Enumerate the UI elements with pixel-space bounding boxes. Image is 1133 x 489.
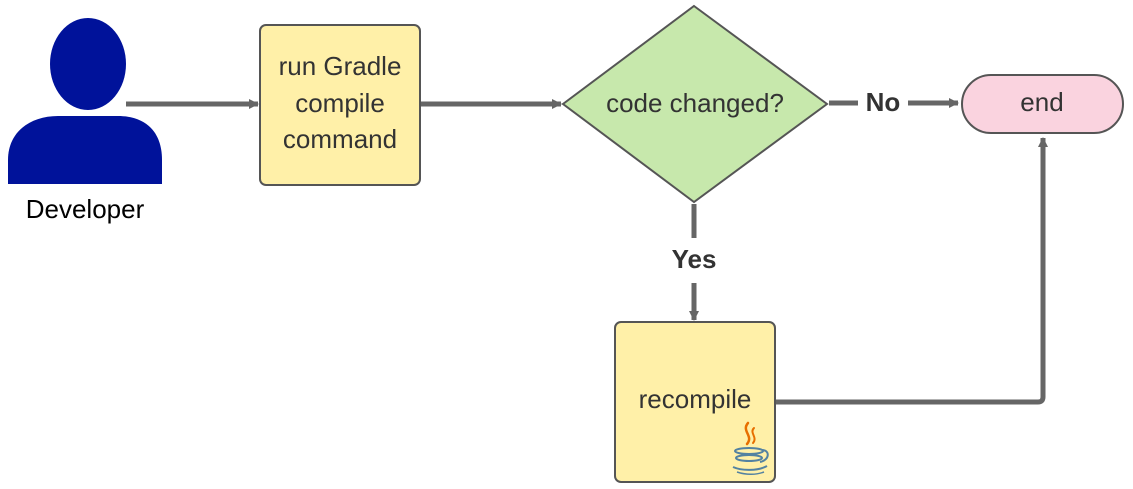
edge-recompile-to-end (776, 137, 1048, 405)
user-icon (8, 18, 162, 184)
run-gradle-line-1: run Gradle (279, 51, 402, 81)
recompile-node: recompile (614, 321, 776, 483)
no-edge-label: No (866, 87, 901, 117)
end-label: end (1020, 87, 1063, 117)
java-icon (732, 421, 769, 475)
run-gradle-node: run Gradle compile command (259, 24, 421, 186)
developer-label: Developer (26, 194, 145, 224)
end-terminator: end (961, 74, 1124, 134)
code-changed-decision: code changed? (561, 4, 829, 204)
run-gradle-line-2: compile (295, 88, 385, 118)
yes-edge-label: Yes (672, 244, 717, 274)
recompile-label: recompile (639, 384, 752, 414)
developer-actor: Developer (8, 18, 162, 224)
code-changed-label: code changed? (606, 88, 784, 118)
run-gradle-line-3: command (283, 124, 397, 154)
